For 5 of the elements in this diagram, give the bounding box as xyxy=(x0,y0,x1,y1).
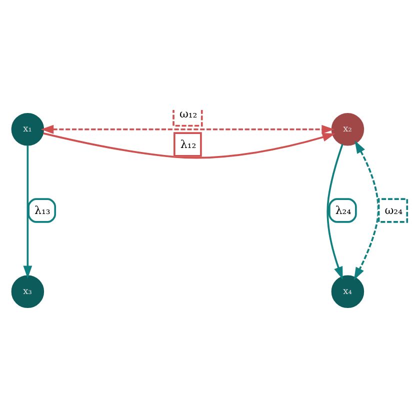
edge-label: λ₂₄ xyxy=(335,203,352,216)
edge-label: λ₁₂ xyxy=(180,137,196,150)
edge-label: ω₂₄ xyxy=(384,203,402,216)
edge-label: ω₁₂ xyxy=(179,107,198,120)
edge-label: λ₁₃ xyxy=(34,203,50,216)
